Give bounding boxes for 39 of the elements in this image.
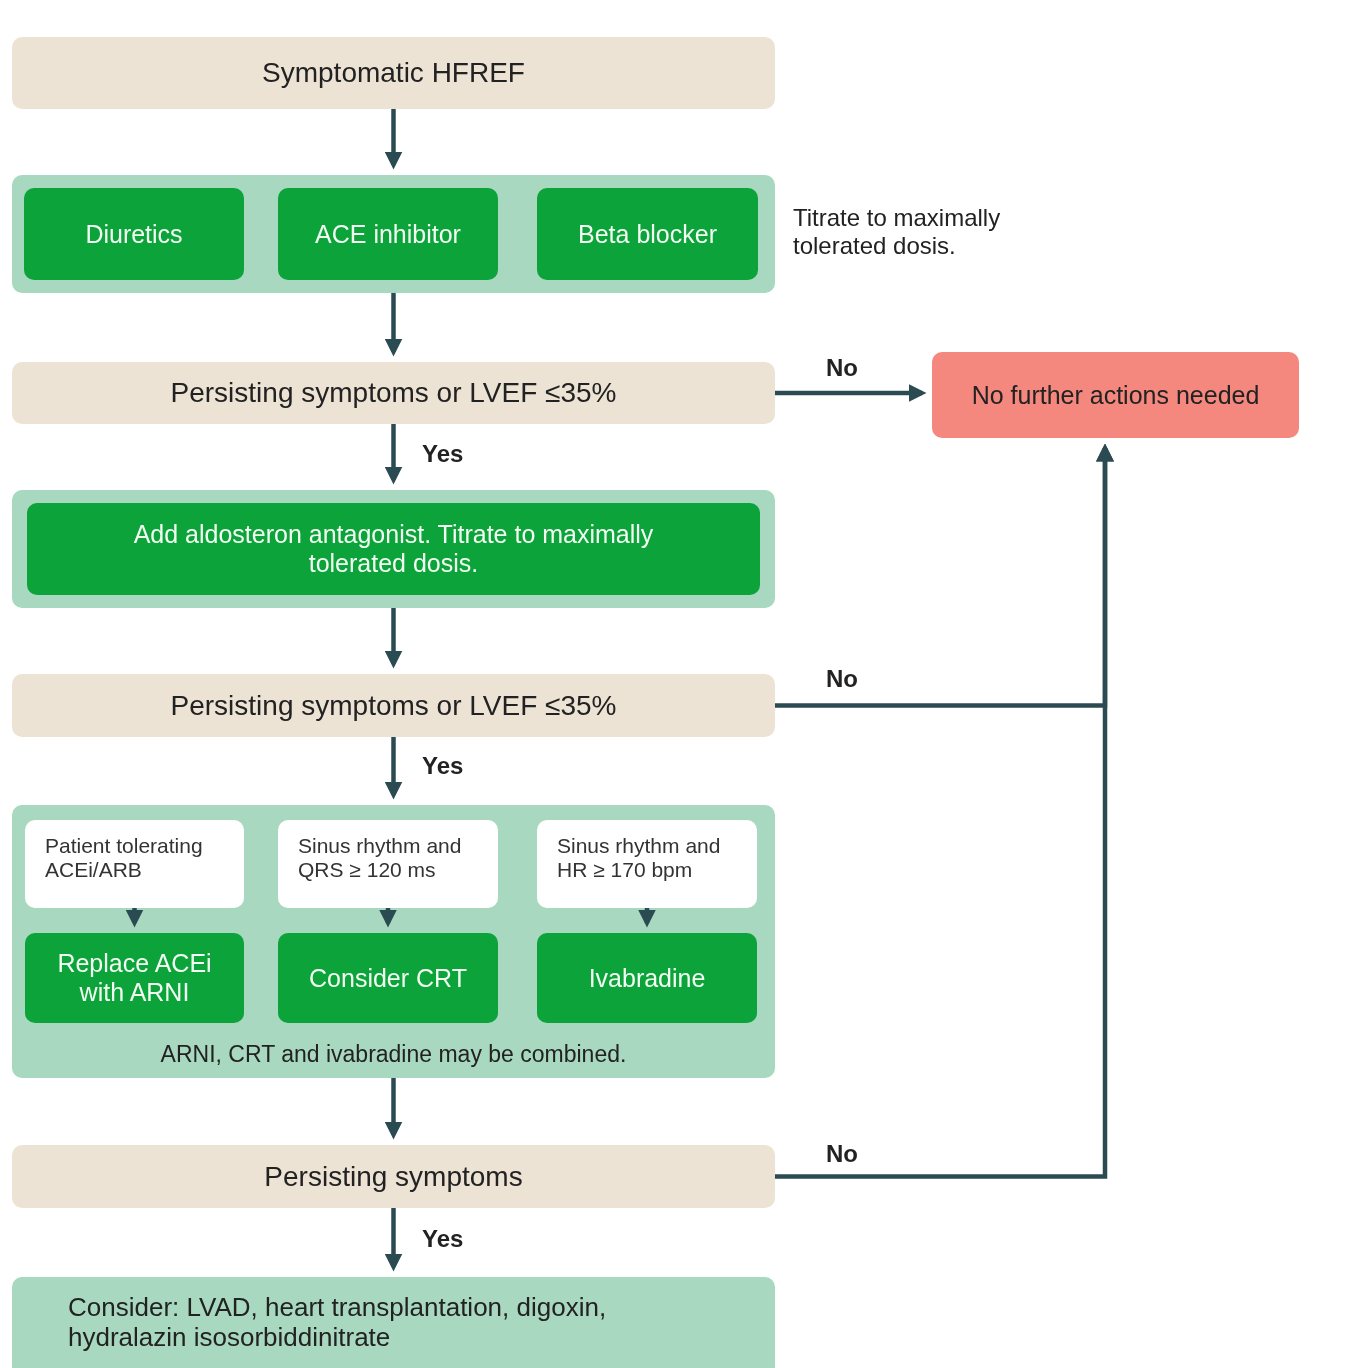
edge-label: No [826, 665, 858, 693]
condition-box: Sinus rhythm and HR ≥ 170 bpm [537, 820, 757, 908]
arrow [384, 293, 403, 357]
arrow [638, 908, 656, 928]
group-panel [12, 805, 775, 1078]
arrow [125, 908, 144, 928]
decision-box: Persisting symptoms or LVEF ≤35% [12, 674, 775, 737]
arrow [775, 384, 927, 402]
decision-box: Persisting symptoms or LVEF ≤35% [12, 362, 775, 424]
drug-box: Beta blocker [537, 188, 758, 280]
arrow [775, 443, 1114, 1179]
arrow [384, 1208, 403, 1272]
arrow [379, 908, 397, 928]
note-text: ARNI, CRT and ivabradine may be combined. [160, 1041, 627, 1068]
treatment-box: Ivabradine [537, 933, 757, 1023]
edge-label: Yes [422, 752, 464, 780]
condition-box: Patient tolerating ACEi/ARB [25, 820, 244, 908]
arrow [384, 1078, 403, 1140]
treatment-box: Add aldosteron antagonist. Titrate to maximally tolerated dosis. [27, 503, 760, 595]
drug-box: ACE inhibitor [278, 188, 498, 280]
treatment-box: Consider CRT [278, 933, 498, 1023]
final-box: Consider: LVAD, heart transplantation, digoxin, hydralazin isosorbiddinitrate [12, 1277, 775, 1368]
condition-box: Sinus rhythm and QRS ≥ 120 ms [278, 820, 498, 908]
arrow [384, 737, 403, 800]
note-text: Titrate to maximally tolerated dosis. [793, 204, 1002, 260]
arrow [384, 424, 403, 485]
arrow [384, 608, 403, 669]
group-panel [12, 175, 775, 293]
edge-label: Yes [422, 1225, 464, 1253]
edge-label: No [826, 354, 858, 382]
group-panel [12, 490, 775, 608]
outcome-box: No further actions needed [932, 352, 1299, 438]
drug-box: Diuretics [24, 188, 244, 280]
treatment-box: Replace ACEi with ARNI [25, 933, 244, 1023]
arrow [384, 109, 403, 170]
edge-label: Yes [422, 440, 464, 468]
edge-label: No [826, 1140, 858, 1168]
decision-box: Persisting symptoms [12, 1145, 775, 1208]
title-box: Symptomatic HFREF [12, 37, 775, 109]
